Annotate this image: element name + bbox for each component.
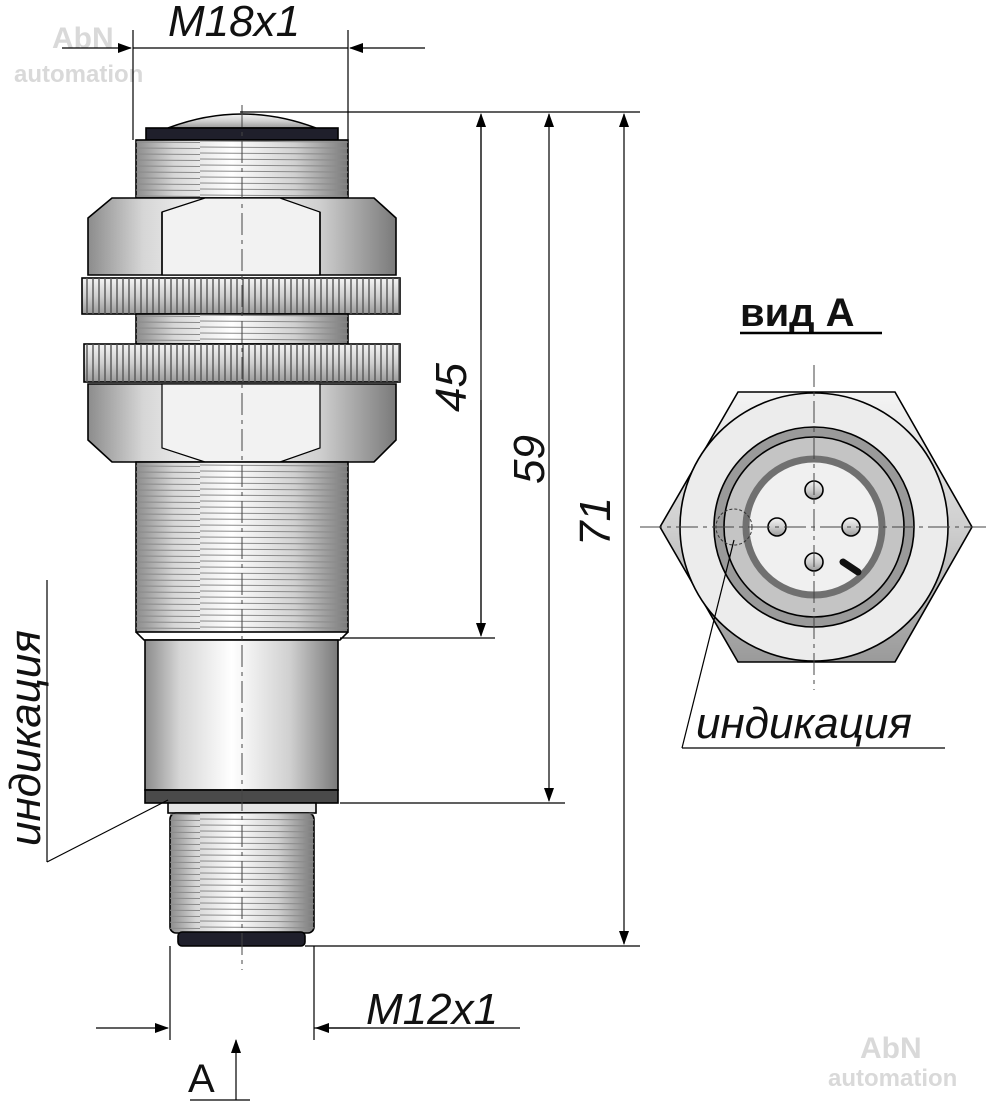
watermark-brand: AbN bbox=[52, 22, 114, 55]
sensor-side-view bbox=[81, 113, 401, 947]
view-title: вид А bbox=[740, 291, 855, 335]
watermark-brand: AbN bbox=[860, 1032, 922, 1065]
watermark-sub: automation bbox=[14, 61, 143, 88]
watermark-top-left: AbN automation bbox=[14, 22, 143, 88]
view-arrow-label: A bbox=[188, 1057, 215, 1101]
watermark-bottom-right: AbN automation bbox=[828, 1032, 957, 1092]
indicator-label-side: индикация bbox=[1, 630, 50, 846]
dim-length-thread: 45 bbox=[427, 363, 476, 412]
dimension-lines bbox=[46, 30, 640, 1101]
dim-thread-connector: M12x1 bbox=[366, 985, 498, 1034]
dim-length-body: 59 bbox=[505, 435, 554, 484]
indicator-label-view: индикация bbox=[696, 699, 912, 748]
watermark-sub: automation bbox=[828, 1065, 957, 1092]
key-mark bbox=[839, 558, 862, 576]
upper-nut bbox=[87, 197, 397, 276]
dim-length-total: 71 bbox=[571, 497, 620, 546]
dim-thread-main: M18x1 bbox=[168, 0, 300, 46]
